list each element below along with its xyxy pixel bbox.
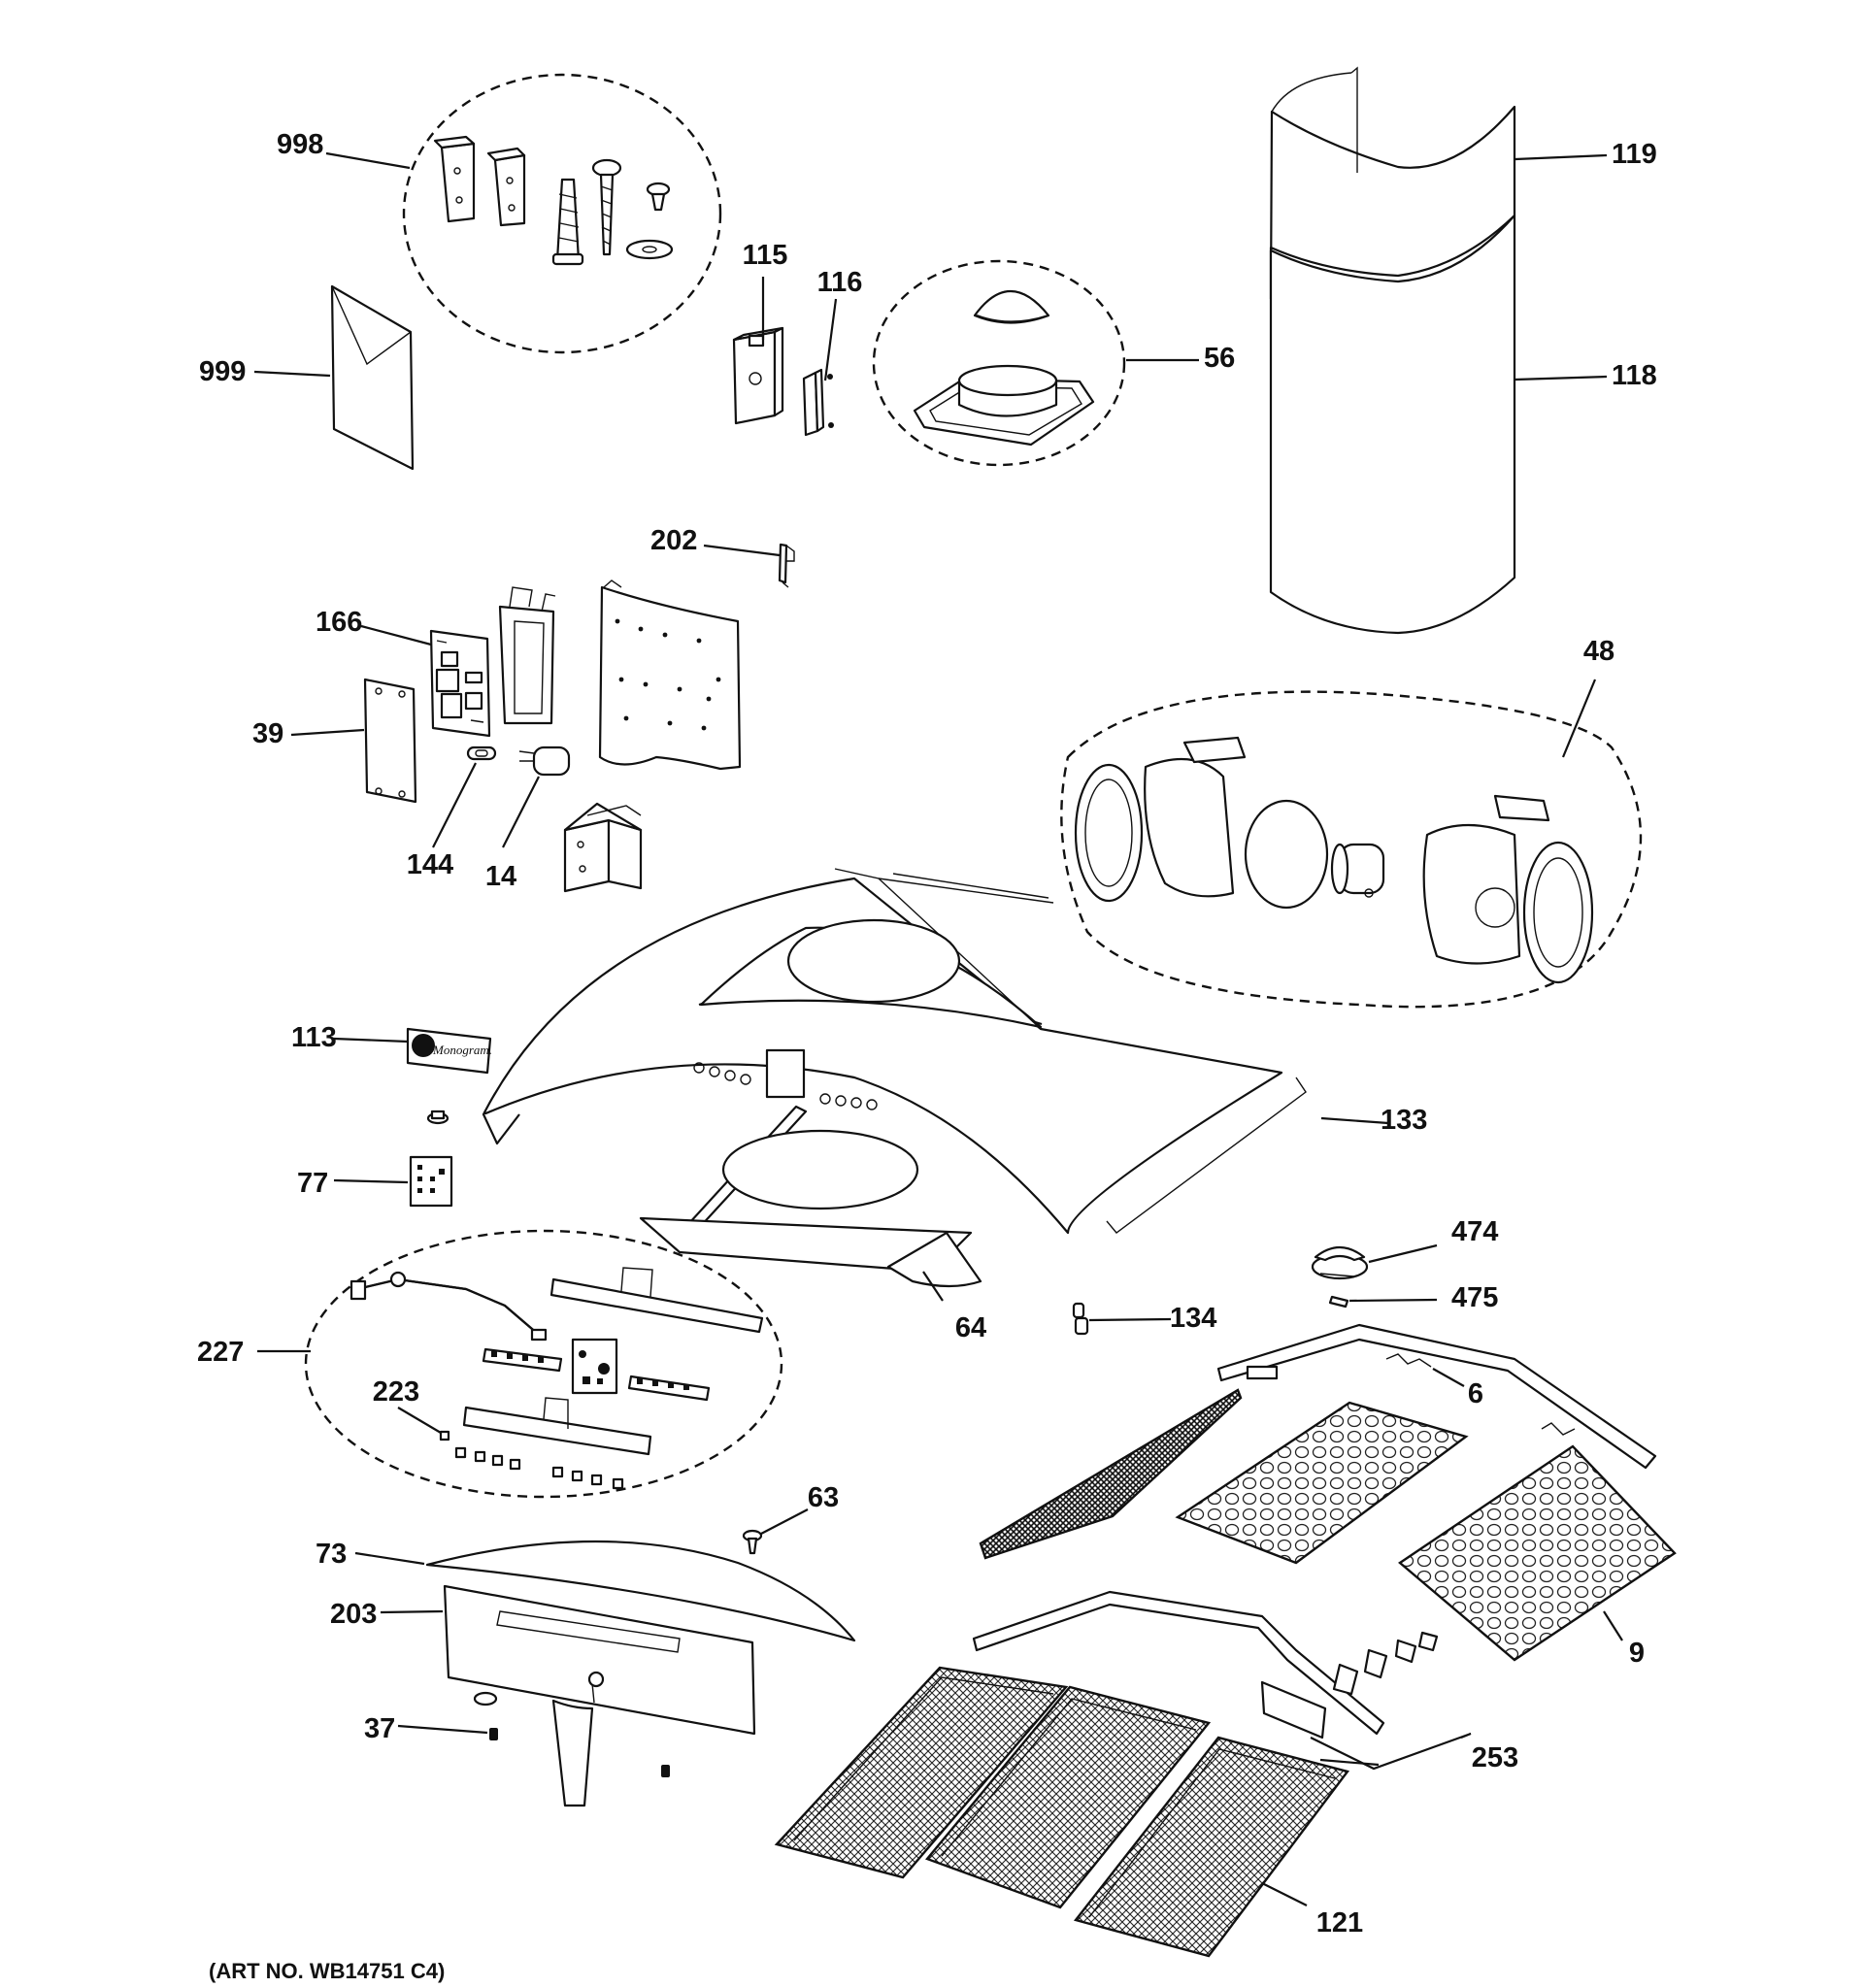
filter-frame-drawing	[1216, 1323, 1657, 1470]
callout-9: 9	[1629, 1638, 1645, 1669]
callout-227: 227	[197, 1337, 244, 1368]
callout-73: 73	[316, 1539, 347, 1570]
callout-166: 166	[316, 607, 362, 638]
callout-134: 134	[1170, 1303, 1216, 1334]
callout-63: 63	[808, 1482, 839, 1513]
mounting-plate-drawing	[598, 580, 742, 771]
nameplate-logo-text: Monogram.	[432, 1043, 492, 1057]
board-cover-drawing	[363, 678, 417, 804]
light-harness-drawing	[304, 1229, 783, 1499]
charcoal-filters-drawing	[774, 1666, 1350, 1958]
baffle-grid-drawing	[1175, 1401, 1469, 1565]
board-holder-drawing	[498, 586, 556, 725]
thermostat-drawing	[1311, 1245, 1369, 1280]
callout-56: 56	[1204, 343, 1235, 374]
screw-drawing	[742, 1529, 763, 1555]
callout-203: 203	[330, 1599, 377, 1630]
clip-drawing	[778, 543, 795, 588]
nameplate-drawing: Monogram.	[406, 1027, 492, 1075]
callout-118: 118	[1612, 360, 1657, 391]
blower-assembly-drawing	[1060, 690, 1643, 1009]
callout-37: 37	[364, 1713, 395, 1744]
hardware-kit-drawing	[402, 73, 722, 354]
foot-drawing	[489, 1728, 670, 1777]
touch-control-drawing	[409, 1155, 453, 1208]
hood-body-drawing	[482, 868, 1307, 1288]
knob-drawing	[1072, 1302, 1089, 1336]
grease-filter-drawing	[1398, 1444, 1677, 1662]
fuse-drawing	[466, 746, 497, 761]
switch-bracket-drawing	[563, 802, 643, 893]
bracket-drawing	[802, 368, 834, 437]
control-panel-drawing	[443, 1584, 756, 1807]
callout-119: 119	[1612, 139, 1657, 170]
callout-202: 202	[650, 525, 697, 556]
front-panel-drawing	[425, 1540, 856, 1642]
callout-475: 475	[1451, 1282, 1498, 1313]
callout-253: 253	[1472, 1742, 1518, 1773]
callout-14: 14	[485, 861, 516, 892]
callout-77: 77	[297, 1168, 328, 1199]
callout-121: 121	[1316, 1907, 1363, 1938]
spring-drawing	[1385, 1353, 1576, 1436]
control-board-drawing	[429, 629, 491, 738]
callout-39: 39	[252, 718, 283, 749]
dark-mesh-drawing	[979, 1388, 1243, 1560]
lamp-socket-drawing	[1260, 1631, 1439, 1740]
art-number: (ART NO. WB14751 C4)	[209, 1959, 445, 1983]
callout-223: 223	[373, 1376, 419, 1408]
callout-133: 133	[1381, 1105, 1427, 1136]
callout-48: 48	[1583, 636, 1614, 667]
callout-115: 115	[743, 240, 788, 271]
nut-drawing	[426, 1110, 449, 1125]
callout-labels: 998 999 115 116 56 119 118 202 166 39 14…	[197, 129, 1657, 1938]
callout-6: 6	[1468, 1378, 1483, 1409]
callout-113: 113	[291, 1022, 337, 1053]
damper-drawing	[872, 259, 1126, 467]
callout-64: 64	[955, 1312, 986, 1343]
callout-474: 474	[1451, 1216, 1498, 1247]
literature-drawing	[330, 284, 415, 471]
callout-999: 999	[199, 356, 246, 387]
callout-998: 998	[277, 129, 323, 160]
leader-lines	[253, 151, 1623, 1906]
thermostat-clip-drawing	[1328, 1295, 1349, 1309]
chimney-drawing	[1269, 66, 1516, 635]
junction-box-drawing	[732, 326, 784, 425]
callout-116: 116	[817, 267, 863, 298]
lower-rail-drawing	[972, 1590, 1385, 1736]
capacitor-drawing	[518, 746, 571, 777]
callout-144: 144	[407, 849, 453, 880]
